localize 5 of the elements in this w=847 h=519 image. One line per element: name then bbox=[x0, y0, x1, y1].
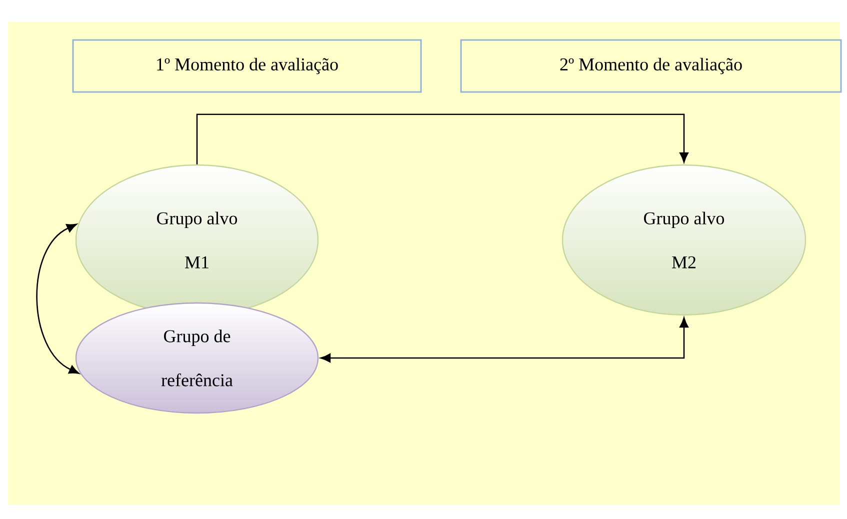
arrow bbox=[196, 114, 688, 164]
header-box: 2º Momento de avaliação bbox=[460, 39, 842, 93]
arrow bbox=[320, 317, 688, 362]
arrow bbox=[36, 224, 80, 374]
header-box: 1º Momento de avaliação bbox=[72, 39, 422, 93]
